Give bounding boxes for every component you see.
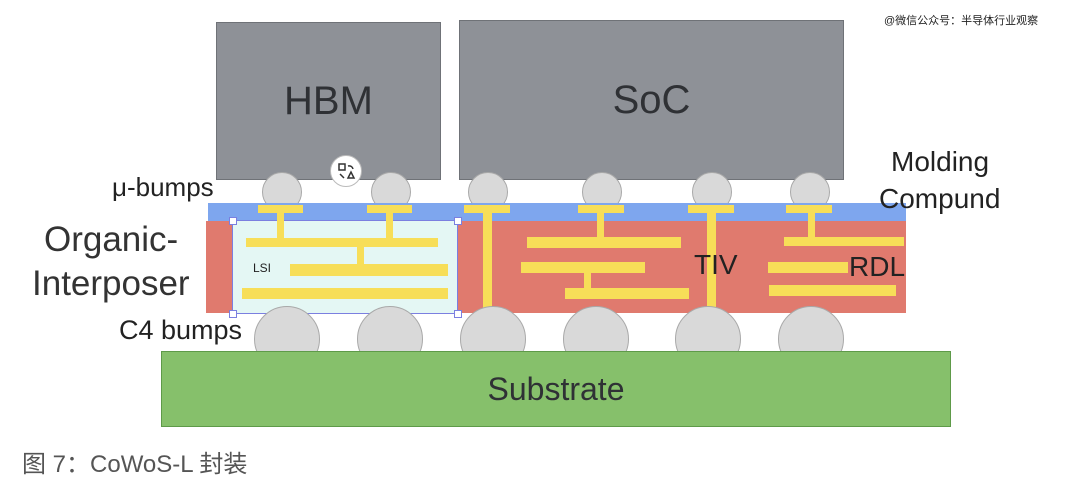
via [597, 213, 604, 237]
selection-handle[interactable] [454, 310, 462, 318]
interposer-label-line1: Organic- [44, 220, 179, 259]
lsi-wire [290, 264, 448, 276]
bump-pad [258, 205, 303, 213]
bump-pad [464, 205, 510, 213]
molding-label-line1: Molding [891, 146, 990, 177]
via [357, 246, 364, 264]
soc-label: SoC [612, 77, 691, 122]
bump-pad [367, 205, 412, 213]
c4-bumps-label: C4 bumps [119, 315, 243, 345]
selection-handle[interactable] [454, 217, 462, 225]
bump-pad [786, 205, 832, 213]
selection-tool-icon[interactable] [330, 155, 362, 187]
substrate: Substrate [161, 351, 951, 427]
rdl-label: RDL [849, 251, 906, 282]
hbm-die: HBM [216, 22, 441, 180]
soc-die: SoC [459, 20, 844, 180]
selection-handle[interactable] [229, 217, 237, 225]
lsi-label: LSI [253, 261, 272, 275]
rdl-wire [521, 262, 645, 273]
figure-caption: 图 7：CoWoS-L 封装 [22, 451, 248, 478]
rdl-wire [769, 285, 896, 296]
rdl-wire [768, 262, 848, 273]
tiv-via [483, 213, 492, 313]
via [808, 213, 815, 237]
via [277, 213, 284, 238]
lsi-wire [246, 238, 438, 247]
via [386, 213, 393, 238]
ubumps-label: μ-bumps [112, 172, 214, 202]
rdl-wire [784, 237, 904, 246]
bump-pad [578, 205, 624, 213]
molding-label-line2: Compund [879, 183, 1001, 214]
tiv-via [707, 213, 716, 313]
rdl-wire [527, 237, 681, 248]
rdl-wire [565, 288, 689, 299]
selection-handle[interactable] [229, 310, 237, 318]
bump-pad [688, 205, 734, 213]
via [584, 273, 591, 288]
interposer-label-line2: Interposer [32, 264, 190, 303]
substrate-label: Substrate [487, 370, 625, 407]
lsi-wire [242, 288, 448, 299]
tiv-label: TIV [694, 249, 738, 280]
hbm-label: HBM [284, 78, 373, 123]
watermark: @微信公众号：半导体行业观察 [884, 15, 1039, 27]
